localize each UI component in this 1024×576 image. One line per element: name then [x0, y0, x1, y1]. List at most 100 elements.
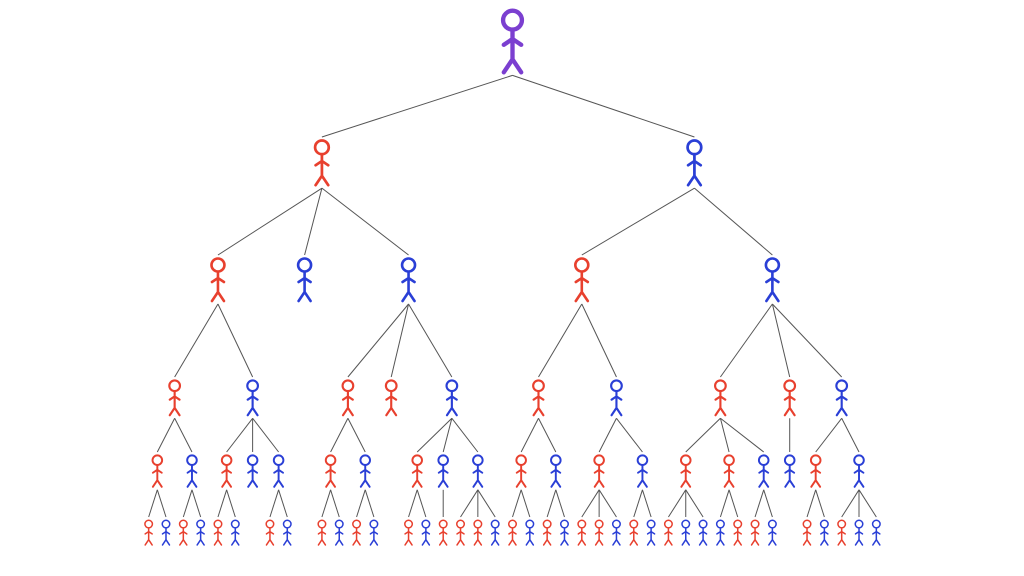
red-person-icon	[532, 379, 545, 417]
red-person-icon	[714, 379, 727, 417]
blue-person-icon	[230, 519, 240, 546]
blue-person-icon	[610, 379, 623, 417]
tree-edge	[347, 418, 366, 453]
blue-person-icon	[559, 519, 570, 546]
red-person-icon	[593, 454, 605, 488]
red-person-icon	[750, 519, 760, 546]
tree-edge	[719, 489, 730, 518]
tree-edge	[477, 489, 496, 518]
tree-edge	[182, 489, 193, 518]
blue-person-icon	[767, 519, 777, 546]
tree-edge	[356, 489, 366, 518]
red-person-icon	[265, 519, 275, 546]
tree-edge	[815, 489, 825, 518]
blue-person-icon	[421, 519, 431, 546]
tree-edge	[719, 303, 773, 378]
red-person-icon	[783, 379, 797, 417]
blue-person-icon	[854, 519, 864, 546]
blue-person-icon	[282, 519, 292, 546]
blue-person-icon	[369, 519, 379, 546]
blue-person-icon	[246, 454, 259, 488]
blue-person-icon	[819, 519, 829, 546]
tree-edge	[641, 489, 652, 518]
blue-person-icon	[525, 519, 535, 546]
blue-person-icon	[636, 454, 649, 488]
tree-edge	[598, 418, 617, 453]
blue-person-icon	[490, 519, 500, 546]
red-person-icon	[341, 379, 355, 417]
tree-edge	[581, 187, 695, 256]
red-person-icon	[802, 519, 812, 546]
blue-person-icon	[472, 454, 484, 488]
red-person-icon	[210, 257, 226, 303]
tree-edge	[668, 489, 687, 518]
red-person-icon	[723, 454, 735, 488]
red-person-icon	[404, 519, 414, 546]
tree-edge	[460, 489, 479, 518]
tree-edge	[685, 417, 721, 453]
tree-edge	[520, 418, 539, 453]
tree-edge	[685, 489, 704, 518]
blue-person-icon	[445, 379, 459, 417]
tree-edge	[754, 489, 765, 518]
tree-edge	[408, 303, 453, 378]
blue-person-icon	[186, 454, 198, 488]
tree-edge	[719, 418, 730, 453]
red-person-icon	[473, 519, 483, 546]
tree-edge	[321, 74, 513, 138]
red-person-icon	[733, 519, 743, 546]
red-person-icon	[594, 519, 604, 546]
root-person-icon	[500, 8, 525, 75]
tree-edge	[771, 303, 791, 378]
tree-edge	[512, 74, 695, 138]
blue-person-icon	[272, 454, 285, 488]
red-person-icon	[663, 519, 673, 546]
tree-edge	[269, 489, 280, 518]
blue-person-icon	[246, 379, 260, 417]
tree-edge	[512, 489, 522, 518]
red-person-icon	[411, 454, 423, 488]
red-person-icon	[352, 519, 362, 546]
red-person-icon	[168, 379, 182, 417]
tree-edge	[720, 417, 765, 453]
blue-person-icon	[715, 519, 725, 546]
tree-edge	[538, 418, 557, 453]
red-person-icon	[220, 454, 233, 488]
tree-edge	[278, 489, 288, 518]
tree-people	[144, 8, 881, 546]
tree-edge	[555, 489, 565, 518]
red-person-icon	[837, 519, 847, 546]
red-person-icon	[809, 454, 822, 488]
tree-edge	[347, 303, 409, 378]
tree-edge	[581, 303, 617, 378]
blue-person-icon	[400, 257, 417, 303]
blue-person-icon	[764, 257, 781, 303]
tree-edge	[841, 489, 860, 518]
tree-edge	[416, 489, 427, 518]
blue-person-icon	[681, 519, 691, 546]
tree-edge	[442, 418, 453, 453]
tree-edge	[616, 417, 643, 453]
tree-edge	[858, 489, 877, 518]
red-person-icon	[317, 519, 327, 546]
blue-person-icon	[871, 519, 881, 546]
tree-edge	[304, 188, 323, 256]
blue-person-icon	[853, 454, 865, 488]
tree-edge	[330, 418, 349, 453]
blue-person-icon	[698, 519, 708, 546]
tree-edge	[174, 303, 219, 378]
tree-edge	[156, 418, 176, 453]
tree-edge	[226, 489, 236, 518]
tree-edge	[416, 417, 453, 453]
tree-edge	[772, 303, 843, 378]
blue-person-icon	[757, 454, 770, 488]
tree-edge	[330, 489, 340, 518]
red-person-icon	[577, 519, 587, 546]
tree-edge	[156, 489, 167, 518]
red-person-icon	[144, 519, 154, 546]
tree-edge	[598, 489, 617, 518]
red-person-icon	[324, 454, 337, 488]
tree-edge	[763, 489, 773, 518]
